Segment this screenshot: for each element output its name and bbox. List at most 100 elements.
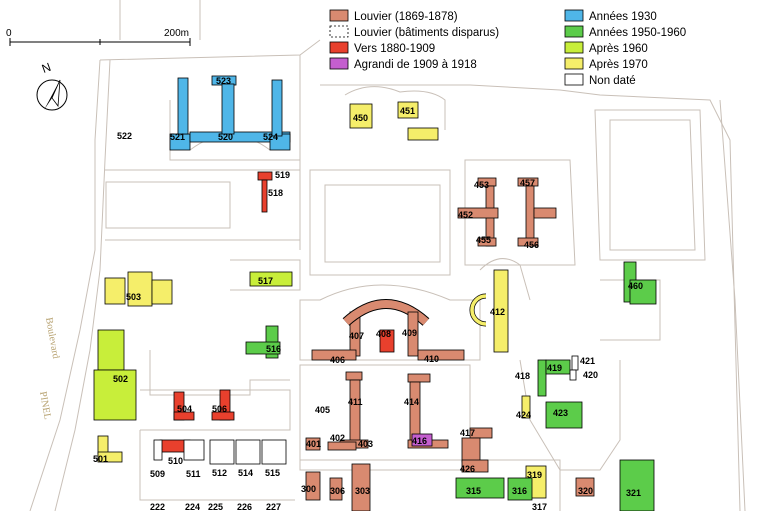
building-416[interactable]: 416 [411, 433, 433, 447]
building-406[interactable]: 406 [311, 349, 357, 365]
building-412[interactable]: 412 [469, 269, 509, 353]
building-426[interactable]: 426 [460, 459, 489, 474]
building-300[interactable]: 300 [301, 471, 321, 501]
building-517[interactable]: 517 [249, 271, 293, 287]
building-shape [477, 237, 497, 247]
legend-label: Vers 1880-1909 [354, 43, 435, 55]
building-label: 456 [524, 240, 539, 250]
building-524[interactable]: 524 [263, 79, 291, 151]
building-label: 227 [266, 502, 281, 511]
building-226[interactable]: 226 [237, 502, 252, 511]
building-225[interactable]: 225 [208, 502, 223, 511]
building-451[interactable]: 451 [397, 101, 439, 141]
building-label: 455 [476, 235, 491, 245]
building-shape [97, 451, 123, 463]
building-316[interactable]: 316 [507, 477, 533, 501]
building-label: 511 [186, 469, 201, 479]
building-label: 506 [212, 404, 227, 414]
building-label: 300 [301, 484, 316, 494]
building-506[interactable]: 506 [211, 389, 235, 421]
legend-swatch [564, 9, 584, 22]
legend-swatch [329, 41, 349, 54]
building-401[interactable]: 401 [305, 437, 321, 451]
building-222[interactable]: 222 [150, 502, 165, 511]
building-520[interactable]: 520 [189, 83, 291, 143]
building-label: 401 [306, 439, 321, 449]
building-label: 519 [275, 170, 290, 180]
building-shape [397, 101, 419, 119]
building-419[interactable]: 419 [545, 359, 571, 375]
building-511[interactable]: 511 [183, 439, 205, 479]
building-315[interactable]: 315 [455, 477, 505, 499]
building-409[interactable]: 409 [402, 311, 419, 357]
building-420[interactable]: 420 [569, 369, 598, 381]
building-arc-fill [470, 294, 487, 326]
building-306[interactable]: 306 [329, 477, 345, 501]
legend-label: Louvier (1869-1878) [354, 11, 458, 23]
building-515[interactable]: 515 [261, 439, 287, 478]
building-shape [173, 411, 195, 421]
building-shape [93, 369, 137, 421]
building-455[interactable]: 455 [476, 235, 497, 247]
building-shape [221, 83, 235, 135]
building-label: 517 [258, 276, 273, 286]
building-402[interactable]: 402 [327, 433, 357, 451]
building-shape [619, 459, 655, 511]
building-321[interactable]: 321 [619, 459, 655, 511]
building-shape [261, 439, 287, 465]
building-320[interactable]: 320 [575, 477, 595, 497]
building-317[interactable]: 317 [532, 502, 547, 511]
building-403[interactable]: 403 [358, 439, 373, 449]
building-label: 423 [553, 408, 568, 418]
building-512[interactable]: 512 [209, 439, 235, 478]
building-418[interactable]: 418 [515, 359, 547, 397]
building-417[interactable]: 417 [460, 427, 493, 463]
building-shape [457, 207, 499, 219]
building-label: 524 [263, 132, 278, 142]
building-456[interactable]: 456 [517, 207, 557, 250]
building-label: 504 [177, 404, 192, 414]
building-519[interactable]: 519 [257, 170, 290, 181]
building-424[interactable]: 424 [516, 395, 531, 420]
building-423[interactable]: 423 [545, 401, 583, 429]
road-network [29, 0, 746, 511]
building-shape [521, 395, 531, 419]
building-450[interactable]: 450 [349, 103, 373, 129]
building-514[interactable]: 514 [235, 439, 261, 478]
building-509[interactable]: 509 [150, 439, 165, 479]
building-shape [349, 103, 373, 129]
building-518[interactable]: 518 [261, 179, 283, 213]
building-502[interactable]: 502 [93, 329, 137, 421]
building-label: 520 [218, 132, 233, 142]
building-label: 224 [185, 502, 200, 511]
building-shape [407, 373, 431, 383]
building-shape [351, 463, 371, 511]
building-shape [209, 439, 235, 465]
building-label: 516 [266, 344, 281, 354]
building-shape [249, 271, 293, 287]
building-452[interactable]: 452 [457, 207, 499, 220]
building-410[interactable]: 410 [417, 349, 465, 364]
building-516[interactable]: 516 [245, 325, 281, 359]
building-label: 509 [150, 469, 165, 479]
building-503[interactable]: 503 [104, 271, 173, 307]
building-label: 226 [237, 502, 252, 511]
building-501[interactable]: 501 [93, 435, 123, 464]
building-224[interactable]: 224 [185, 502, 200, 511]
building-label: 405 [315, 405, 330, 415]
building-shape [455, 477, 505, 499]
building-label: 512 [212, 468, 227, 478]
building-405[interactable]: 405 [315, 405, 330, 415]
building-504[interactable]: 504 [173, 391, 195, 421]
legend-swatch [564, 73, 584, 86]
building-421[interactable]: 421 [571, 355, 595, 371]
building-227[interactable]: 227 [266, 502, 281, 511]
building-521[interactable]: 521 [169, 77, 191, 151]
building-label: 317 [532, 502, 547, 511]
building-303[interactable]: 303 [351, 463, 371, 511]
building-460[interactable]: 460 [623, 261, 657, 305]
legend-swatch [329, 25, 349, 38]
building-522[interactable]: 522 [117, 131, 132, 141]
street-labels: Boulevard PINEL [37, 317, 61, 421]
legend-label: Après 1960 [589, 43, 648, 55]
